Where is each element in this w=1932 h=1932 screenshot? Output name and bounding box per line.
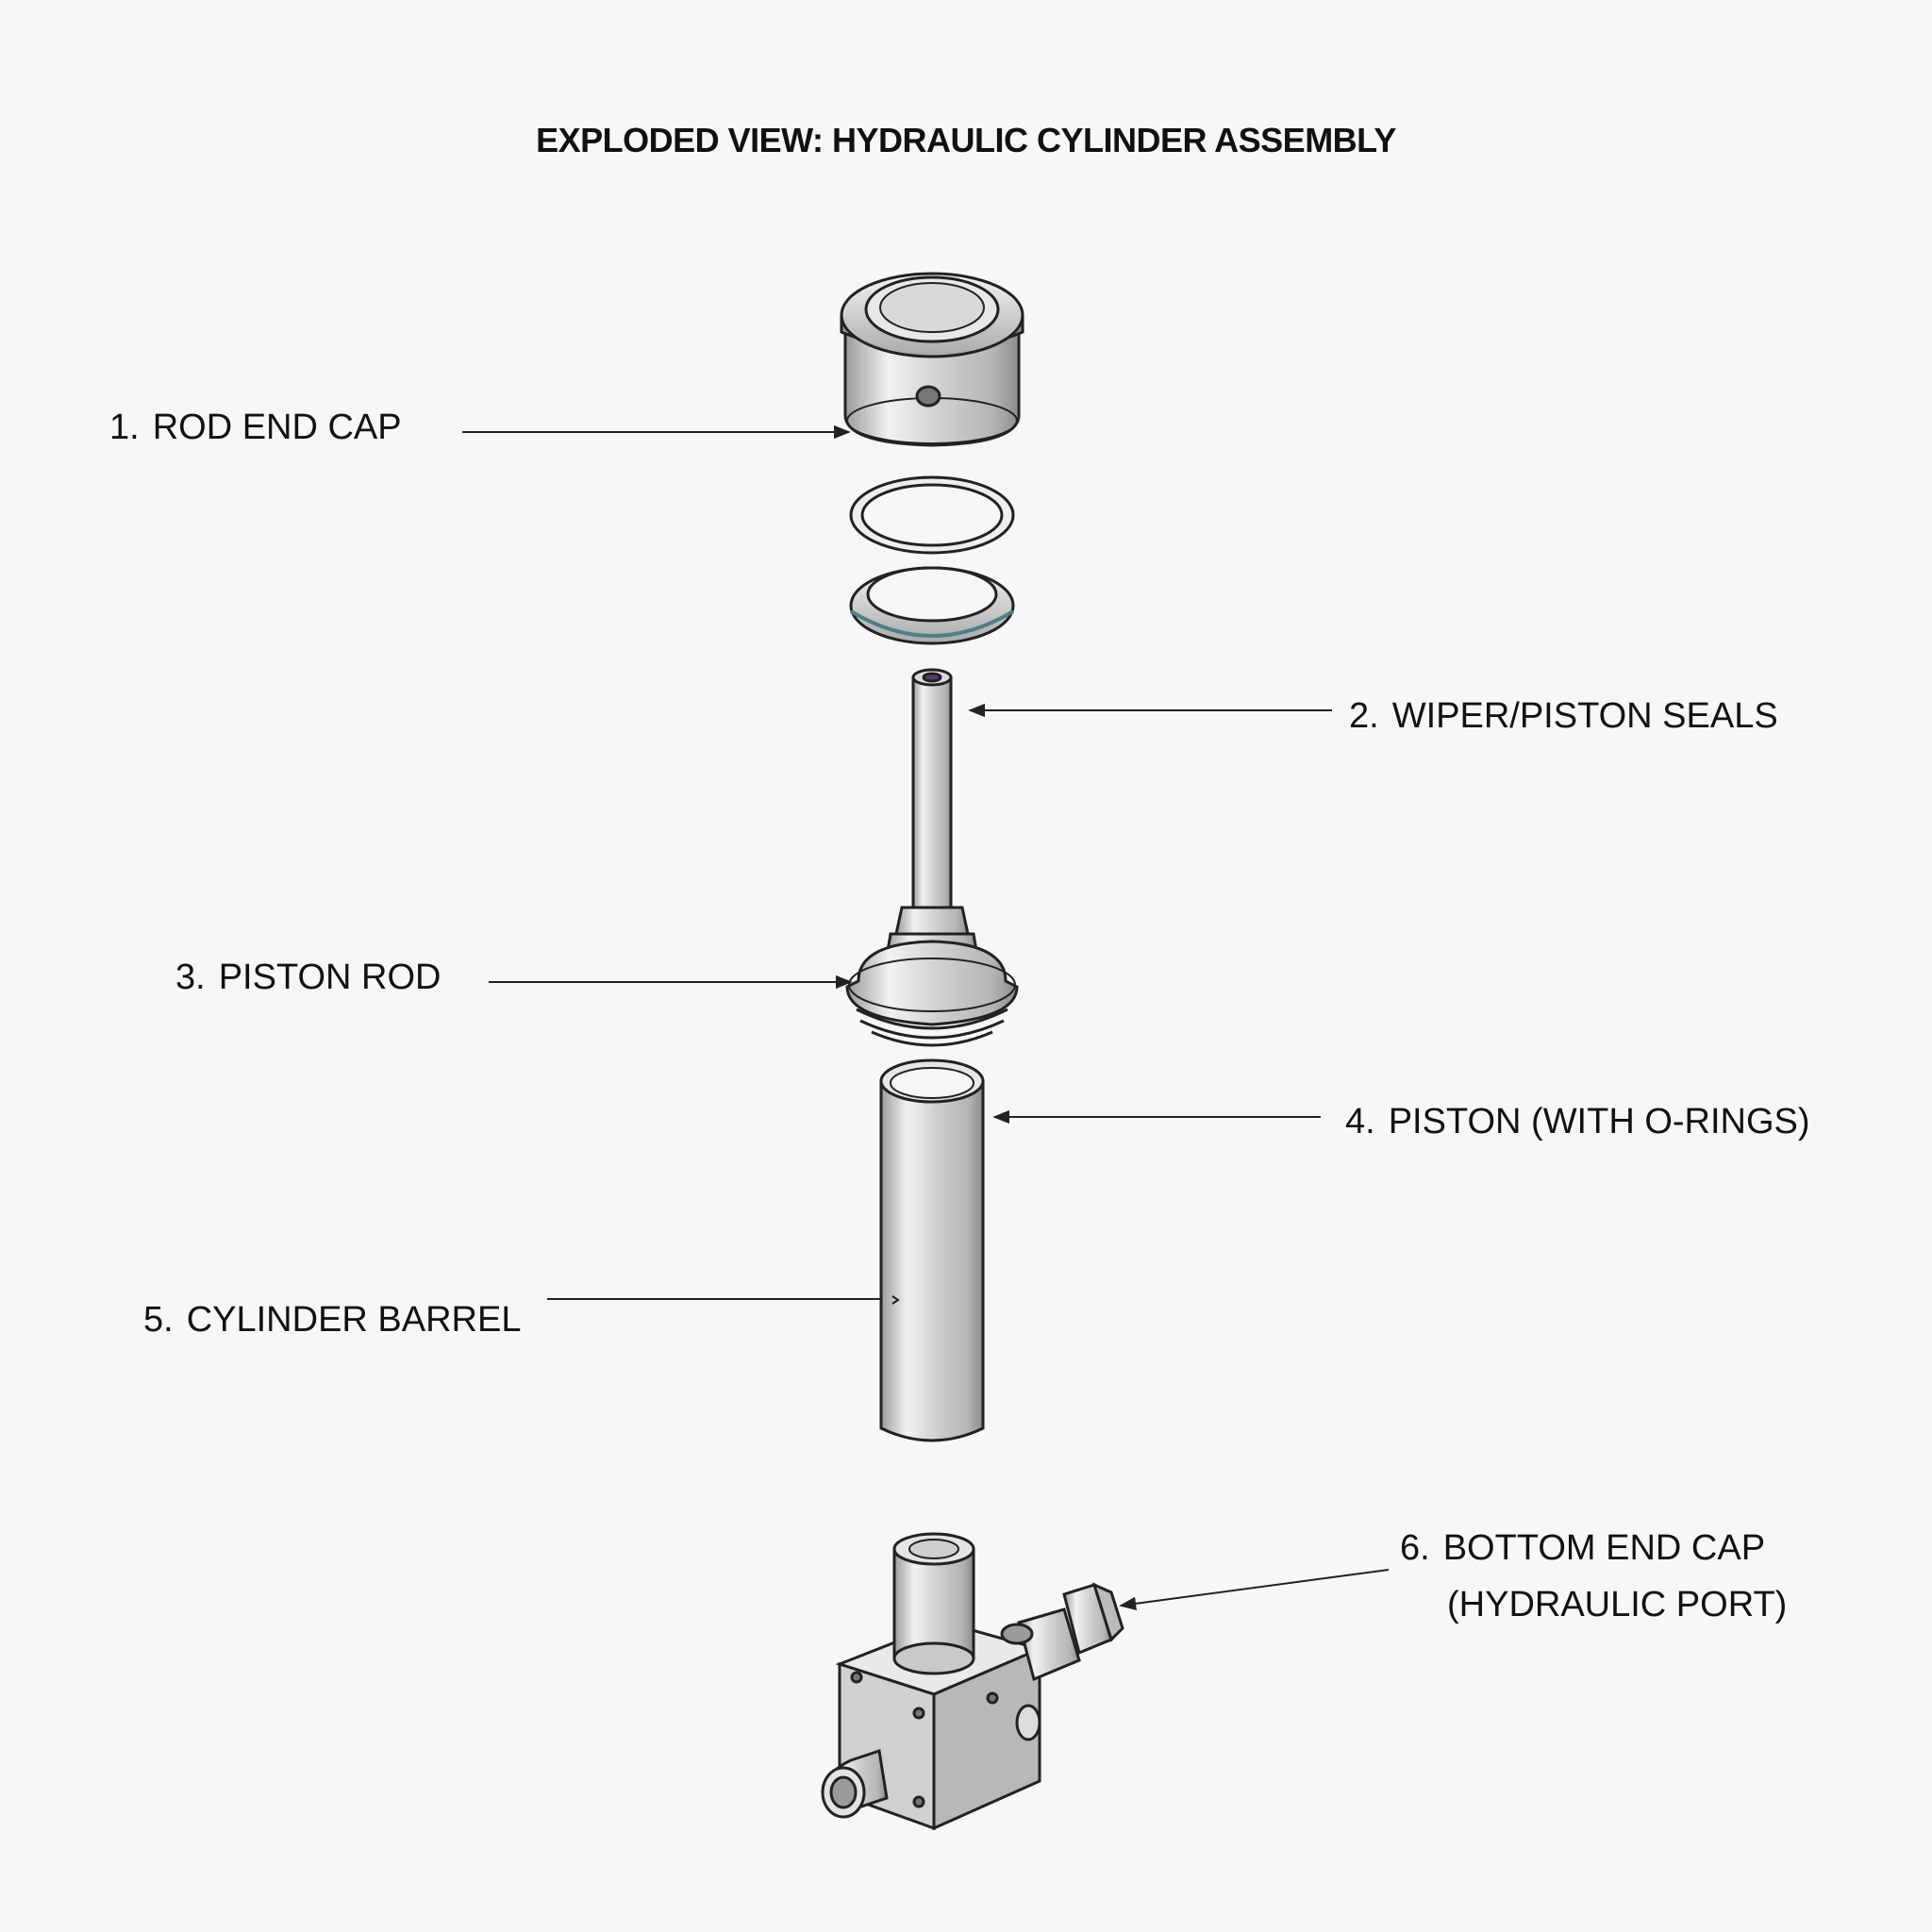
callout-number: 1. <box>109 408 140 447</box>
callout-label-line2: (HYDRAULIC PORT) <box>1447 1585 1788 1624</box>
callout-bottom-end-cap: 6. BOTTOM END CAP (HYDRAULIC PORT) <box>1400 1530 1787 1623</box>
callout-wiper-piston-seals: 2. WIPER/PISTON SEALS <box>1349 698 1778 734</box>
callout-label: ROD END CAP <box>152 408 402 447</box>
piston-rod-part <box>845 668 1019 1047</box>
piston-seal-ring <box>849 566 1015 645</box>
callout-number: 5. <box>143 1300 174 1340</box>
callout-label: PISTON (WITH O-RINGS) <box>1388 1102 1810 1141</box>
cylinder-barrel-part <box>879 1058 985 1442</box>
callout-label: WIPER/PISTON SEALS <box>1391 696 1778 736</box>
callout-number: 6. <box>1400 1528 1430 1568</box>
callout-number: 2. <box>1349 696 1379 736</box>
callout-label: BOTTOM END CAP <box>1442 1528 1766 1568</box>
callout-number: 3. <box>175 958 206 997</box>
diagram-title: EXPLODED VIEW: HYDRAULIC CYLINDER ASSEMB… <box>536 121 1396 159</box>
bottom-end-cap-part <box>821 1532 1124 1831</box>
callout-label: PISTON ROD <box>218 958 441 997</box>
callout-number: 4. <box>1345 1102 1375 1141</box>
callout-piston: 4. PISTON (WITH O-RINGS) <box>1345 1104 1810 1140</box>
callout-cylinder-barrel: 5. CYLINDER BARREL <box>143 1302 521 1338</box>
wiper-seal-ring <box>849 475 1015 555</box>
rod-end-cap-part <box>840 272 1024 447</box>
callout-rod-end-cap: 1. ROD END CAP <box>109 409 402 445</box>
leader-bottom-end-cap <box>1119 1569 1390 1610</box>
callout-piston-rod: 3. PISTON ROD <box>175 959 441 995</box>
callout-label: CYLINDER BARREL <box>186 1300 522 1340</box>
